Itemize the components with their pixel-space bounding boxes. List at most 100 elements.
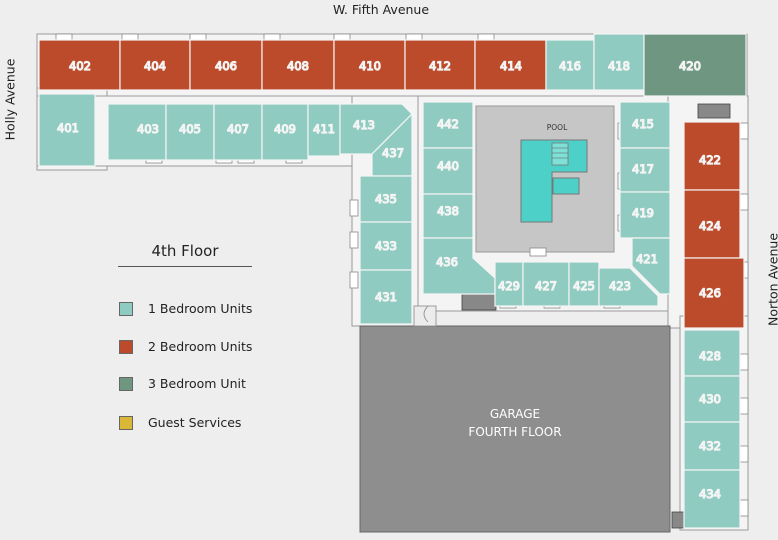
unit-428[interactable]: 428 — [683, 329, 741, 377]
svg-text:437: 437 — [382, 146, 404, 160]
garage-label-1: GARAGE — [490, 407, 540, 421]
unit-431[interactable]: 431 — [359, 269, 413, 325]
svg-text:408: 408 — [287, 59, 309, 73]
svg-text:423: 423 — [609, 279, 631, 293]
garage-entry-doors — [413, 305, 437, 327]
svg-text:411: 411 — [313, 122, 335, 136]
svg-text:418: 418 — [608, 59, 630, 73]
unit-420[interactable]: 420 — [643, 33, 747, 97]
pool — [520, 139, 588, 223]
unit-426[interactable]: 426 — [683, 257, 745, 329]
legend-item-two-bedroom: 2 Bedroom Units — [119, 339, 252, 354]
unit-419[interactable]: 419 — [619, 191, 671, 239]
svg-text:431: 431 — [375, 290, 397, 304]
legend-swatch-guest-services — [119, 415, 133, 430]
unit-440[interactable]: 440 — [422, 147, 474, 195]
legend-swatch-two-bedroom — [119, 339, 133, 354]
svg-text:405: 405 — [179, 122, 201, 136]
svg-text:416: 416 — [559, 59, 581, 73]
unit-406[interactable]: 406 — [189, 39, 263, 91]
svg-text:436: 436 — [436, 255, 458, 269]
legend-swatch-one-bedroom — [119, 301, 133, 316]
svg-text:414: 414 — [500, 59, 522, 73]
units: 402 404 406 408 410 412 414 416 418 420 … — [38, 33, 747, 529]
unit-404[interactable]: 404 — [119, 39, 191, 91]
unit-433[interactable]: 433 — [359, 221, 413, 271]
unit-405[interactable]: 405 — [165, 103, 215, 161]
unit-408[interactable]: 408 — [261, 39, 335, 91]
svg-text:427: 427 — [535, 279, 557, 293]
unit-416[interactable]: 416 — [545, 39, 595, 91]
legend-item-three-bedroom: 3 Bedroom Unit — [119, 376, 246, 391]
unit-403[interactable]: 403 — [107, 103, 167, 161]
unit-421[interactable]: 421 — [631, 237, 671, 295]
svg-text:442: 442 — [437, 117, 459, 131]
svg-text:413: 413 — [353, 118, 375, 132]
svg-text:403: 403 — [137, 122, 159, 136]
legend-item-one-bedroom: 1 Bedroom Units — [119, 301, 252, 316]
svg-text:433: 433 — [375, 239, 397, 253]
svg-text:417: 417 — [632, 162, 654, 176]
unit-430[interactable]: 430 — [683, 375, 741, 423]
unit-429[interactable]: 429 — [494, 261, 524, 307]
svg-text:420: 420 — [679, 59, 701, 73]
svg-text:415: 415 — [632, 117, 654, 131]
svg-text:428: 428 — [699, 349, 721, 363]
svg-text:401: 401 — [57, 121, 79, 135]
street-label-north: W. Fifth Avenue — [333, 2, 430, 17]
unit-410[interactable]: 410 — [333, 39, 406, 91]
floor-title: 4th Floor — [118, 242, 252, 267]
unit-411[interactable]: 411 — [307, 103, 341, 157]
garage — [359, 325, 671, 533]
unit-434[interactable]: 434 — [683, 469, 741, 529]
svg-text:424: 424 — [699, 219, 721, 233]
svg-text:434: 434 — [699, 487, 721, 501]
unit-437[interactable]: 437 — [371, 112, 413, 177]
unit-418[interactable]: 418 — [593, 33, 645, 91]
svg-text:419: 419 — [632, 206, 654, 220]
unit-425[interactable]: 425 — [568, 261, 600, 307]
legend-label-guest-services: Guest Services — [148, 415, 242, 430]
legend-label-three-bedroom: 3 Bedroom Unit — [148, 376, 246, 391]
svg-text:404: 404 — [144, 59, 166, 73]
unit-407[interactable]: 407 — [213, 103, 263, 161]
pool-label: POOL — [547, 123, 568, 132]
unit-435[interactable]: 435 — [359, 175, 413, 223]
legend-swatch-three-bedroom — [119, 376, 133, 391]
legend-item-guest-services: Guest Services — [119, 415, 241, 430]
legend-label-one-bedroom: 1 Bedroom Units — [148, 301, 253, 316]
svg-text:421: 421 — [636, 252, 658, 266]
unit-423[interactable]: 423 — [598, 267, 659, 307]
svg-text:412: 412 — [429, 59, 451, 73]
legend-label-two-bedroom: 2 Bedroom Units — [148, 339, 253, 354]
svg-text:402: 402 — [69, 59, 91, 73]
unit-409[interactable]: 409 — [261, 103, 309, 161]
unit-412[interactable]: 412 — [404, 39, 476, 91]
unit-424[interactable]: 424 — [683, 189, 741, 259]
svg-text:422: 422 — [699, 153, 721, 167]
svg-text:430: 430 — [699, 392, 721, 406]
svg-text:425: 425 — [573, 279, 595, 293]
svg-text:432: 432 — [699, 439, 721, 453]
svg-text:410: 410 — [359, 59, 381, 73]
unit-438[interactable]: 438 — [422, 193, 474, 239]
unit-442[interactable]: 442 — [422, 101, 474, 149]
svg-text:407: 407 — [227, 122, 249, 136]
svg-text:438: 438 — [437, 204, 459, 218]
svg-text:440: 440 — [437, 159, 459, 173]
unit-432[interactable]: 432 — [683, 421, 741, 471]
garage-label-2: FOURTH FLOOR — [468, 425, 561, 439]
unit-427[interactable]: 427 — [522, 261, 570, 307]
svg-text:426: 426 — [699, 286, 721, 300]
svg-text:409: 409 — [274, 122, 296, 136]
unit-402[interactable]: 402 — [38, 39, 121, 91]
unit-422[interactable]: 422 — [683, 121, 741, 191]
unit-415[interactable]: 415 — [619, 101, 671, 149]
unit-417[interactable]: 417 — [619, 147, 671, 193]
unit-414[interactable]: 414 — [474, 39, 547, 91]
unit-401[interactable]: 401 — [38, 93, 96, 167]
svg-text:406: 406 — [215, 59, 237, 73]
svg-text:435: 435 — [375, 192, 397, 206]
svg-text:429: 429 — [498, 279, 520, 293]
